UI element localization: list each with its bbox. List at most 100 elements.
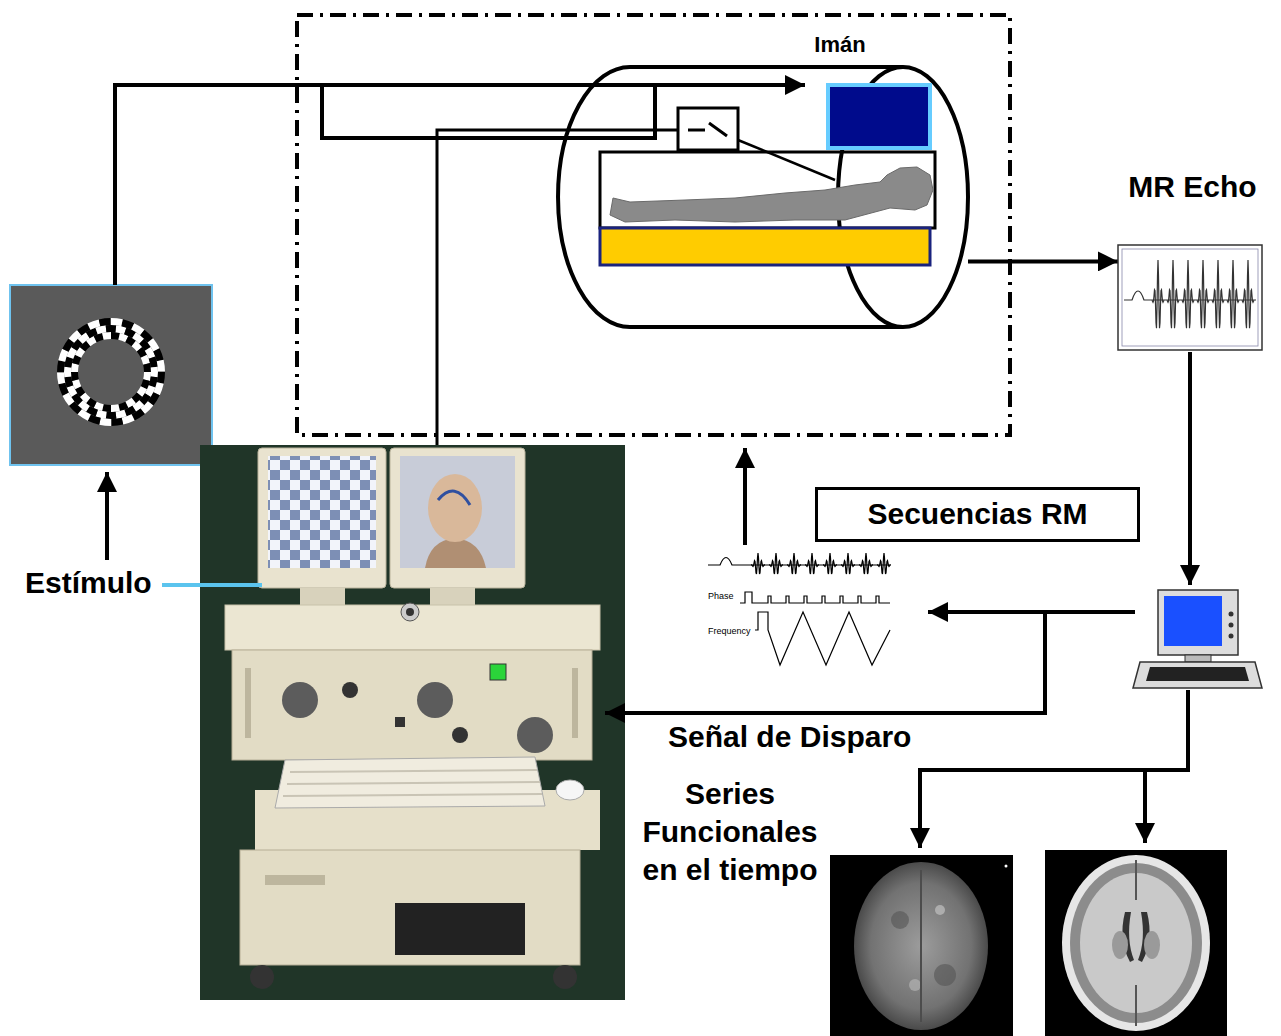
checker-ring (157, 372, 165, 384)
console-photo (265, 875, 325, 885)
console-photo (395, 717, 405, 727)
console-photo (438, 491, 470, 505)
console-photo (240, 850, 580, 965)
patient-figure (610, 167, 933, 222)
echo-signal (1212, 260, 1224, 328)
patient-bed (600, 152, 935, 228)
box-text: Secuencias RM (867, 497, 1087, 532)
echo-signal (1118, 245, 1262, 350)
checker-ring (122, 414, 135, 424)
checker-ring (99, 418, 111, 426)
pulse-sequence (705, 545, 900, 670)
echo-signal (1122, 249, 1258, 346)
echo-signal (1227, 260, 1239, 328)
checker-ring (111, 318, 123, 326)
checker-ring (153, 348, 163, 361)
checker-ring (143, 372, 151, 381)
console-photo (553, 965, 577, 989)
signal-arrow (605, 612, 1135, 713)
brain-image (1005, 865, 1008, 868)
brain-image (830, 855, 1013, 1036)
checker-ring (106, 412, 117, 419)
computer-icon (1229, 612, 1234, 617)
console-photo (556, 780, 584, 800)
pulse-sequence (755, 612, 890, 665)
computer-icon (1158, 590, 1238, 655)
echo-signal (1182, 260, 1194, 328)
rf-coil-block (828, 85, 930, 148)
signal-arrow (1188, 352, 1192, 585)
console-photo (452, 727, 468, 743)
console-photo (430, 588, 475, 606)
checker-ring (57, 372, 65, 384)
console-photo (417, 682, 453, 718)
series-label: Series Funcionales en el tiempo (640, 775, 820, 889)
console-photo (517, 717, 553, 753)
brain-image (935, 905, 945, 915)
signal-arrow (105, 472, 109, 560)
checker-ring (57, 360, 65, 372)
pulse-sequence (705, 545, 900, 670)
computer-icon (1229, 634, 1234, 639)
brain-image (1144, 931, 1160, 959)
magnet-room (297, 15, 1010, 435)
computer-icon (1185, 655, 1211, 662)
checker-ring (58, 383, 68, 396)
computer-icon (1229, 623, 1234, 628)
signal-arrow (920, 690, 1188, 848)
signal-connector (968, 259, 1118, 263)
brain-image (891, 911, 909, 929)
checker-ring (71, 372, 79, 381)
console-photo (200, 445, 625, 1000)
axis-label: Phase (708, 591, 734, 601)
checker-ring (111, 418, 123, 426)
computer-icon (1133, 590, 1262, 688)
magnet-cylinder (555, 30, 975, 335)
node-heading: Imán (800, 32, 880, 57)
console-photo (258, 448, 386, 588)
checker-ring (102, 404, 111, 412)
echo-signal (1197, 260, 1209, 328)
process-box: Secuencias RM (815, 487, 1140, 542)
magnet-room (297, 15, 1010, 435)
checker-ring (111, 404, 120, 412)
brain-image (854, 862, 988, 1030)
rf-bursts (841, 553, 855, 574)
console-photo (300, 588, 345, 606)
console-photo (200, 445, 625, 1000)
rf-bursts (751, 553, 891, 574)
echo-signal (1152, 260, 1164, 328)
magnet-cylinder: Imán (555, 30, 975, 335)
node-heading: MR Echo (1110, 170, 1275, 205)
checker-ring (57, 318, 165, 426)
console-photo (425, 538, 486, 568)
signal-arrow (928, 610, 1045, 614)
rf-bursts (787, 553, 801, 574)
checker-ring (111, 332, 120, 340)
brain-image (830, 855, 1013, 1036)
brain-image (920, 870, 922, 1022)
stimulus-screen (10, 285, 212, 465)
checker-ring (143, 363, 151, 372)
console-photo (400, 456, 515, 568)
checker-ring (99, 318, 111, 326)
console-photo (225, 605, 600, 650)
rf-bursts (877, 553, 891, 574)
axis-label: Frequency (708, 626, 751, 636)
computer-icon (1133, 662, 1262, 688)
echo-signal (1118, 245, 1262, 350)
signal-arrow (1143, 770, 1147, 843)
signal-arrow (107, 85, 1190, 848)
brain-image (909, 979, 921, 991)
magnet-cylinder (738, 140, 835, 180)
console-photo (245, 668, 251, 738)
checker-ring (151, 367, 158, 378)
rf-bursts (823, 553, 837, 574)
rf-bursts (751, 553, 765, 574)
leader-line (162, 583, 262, 587)
leader-line (162, 585, 262, 586)
checker-ring (102, 332, 111, 340)
checker-ring (106, 325, 117, 332)
